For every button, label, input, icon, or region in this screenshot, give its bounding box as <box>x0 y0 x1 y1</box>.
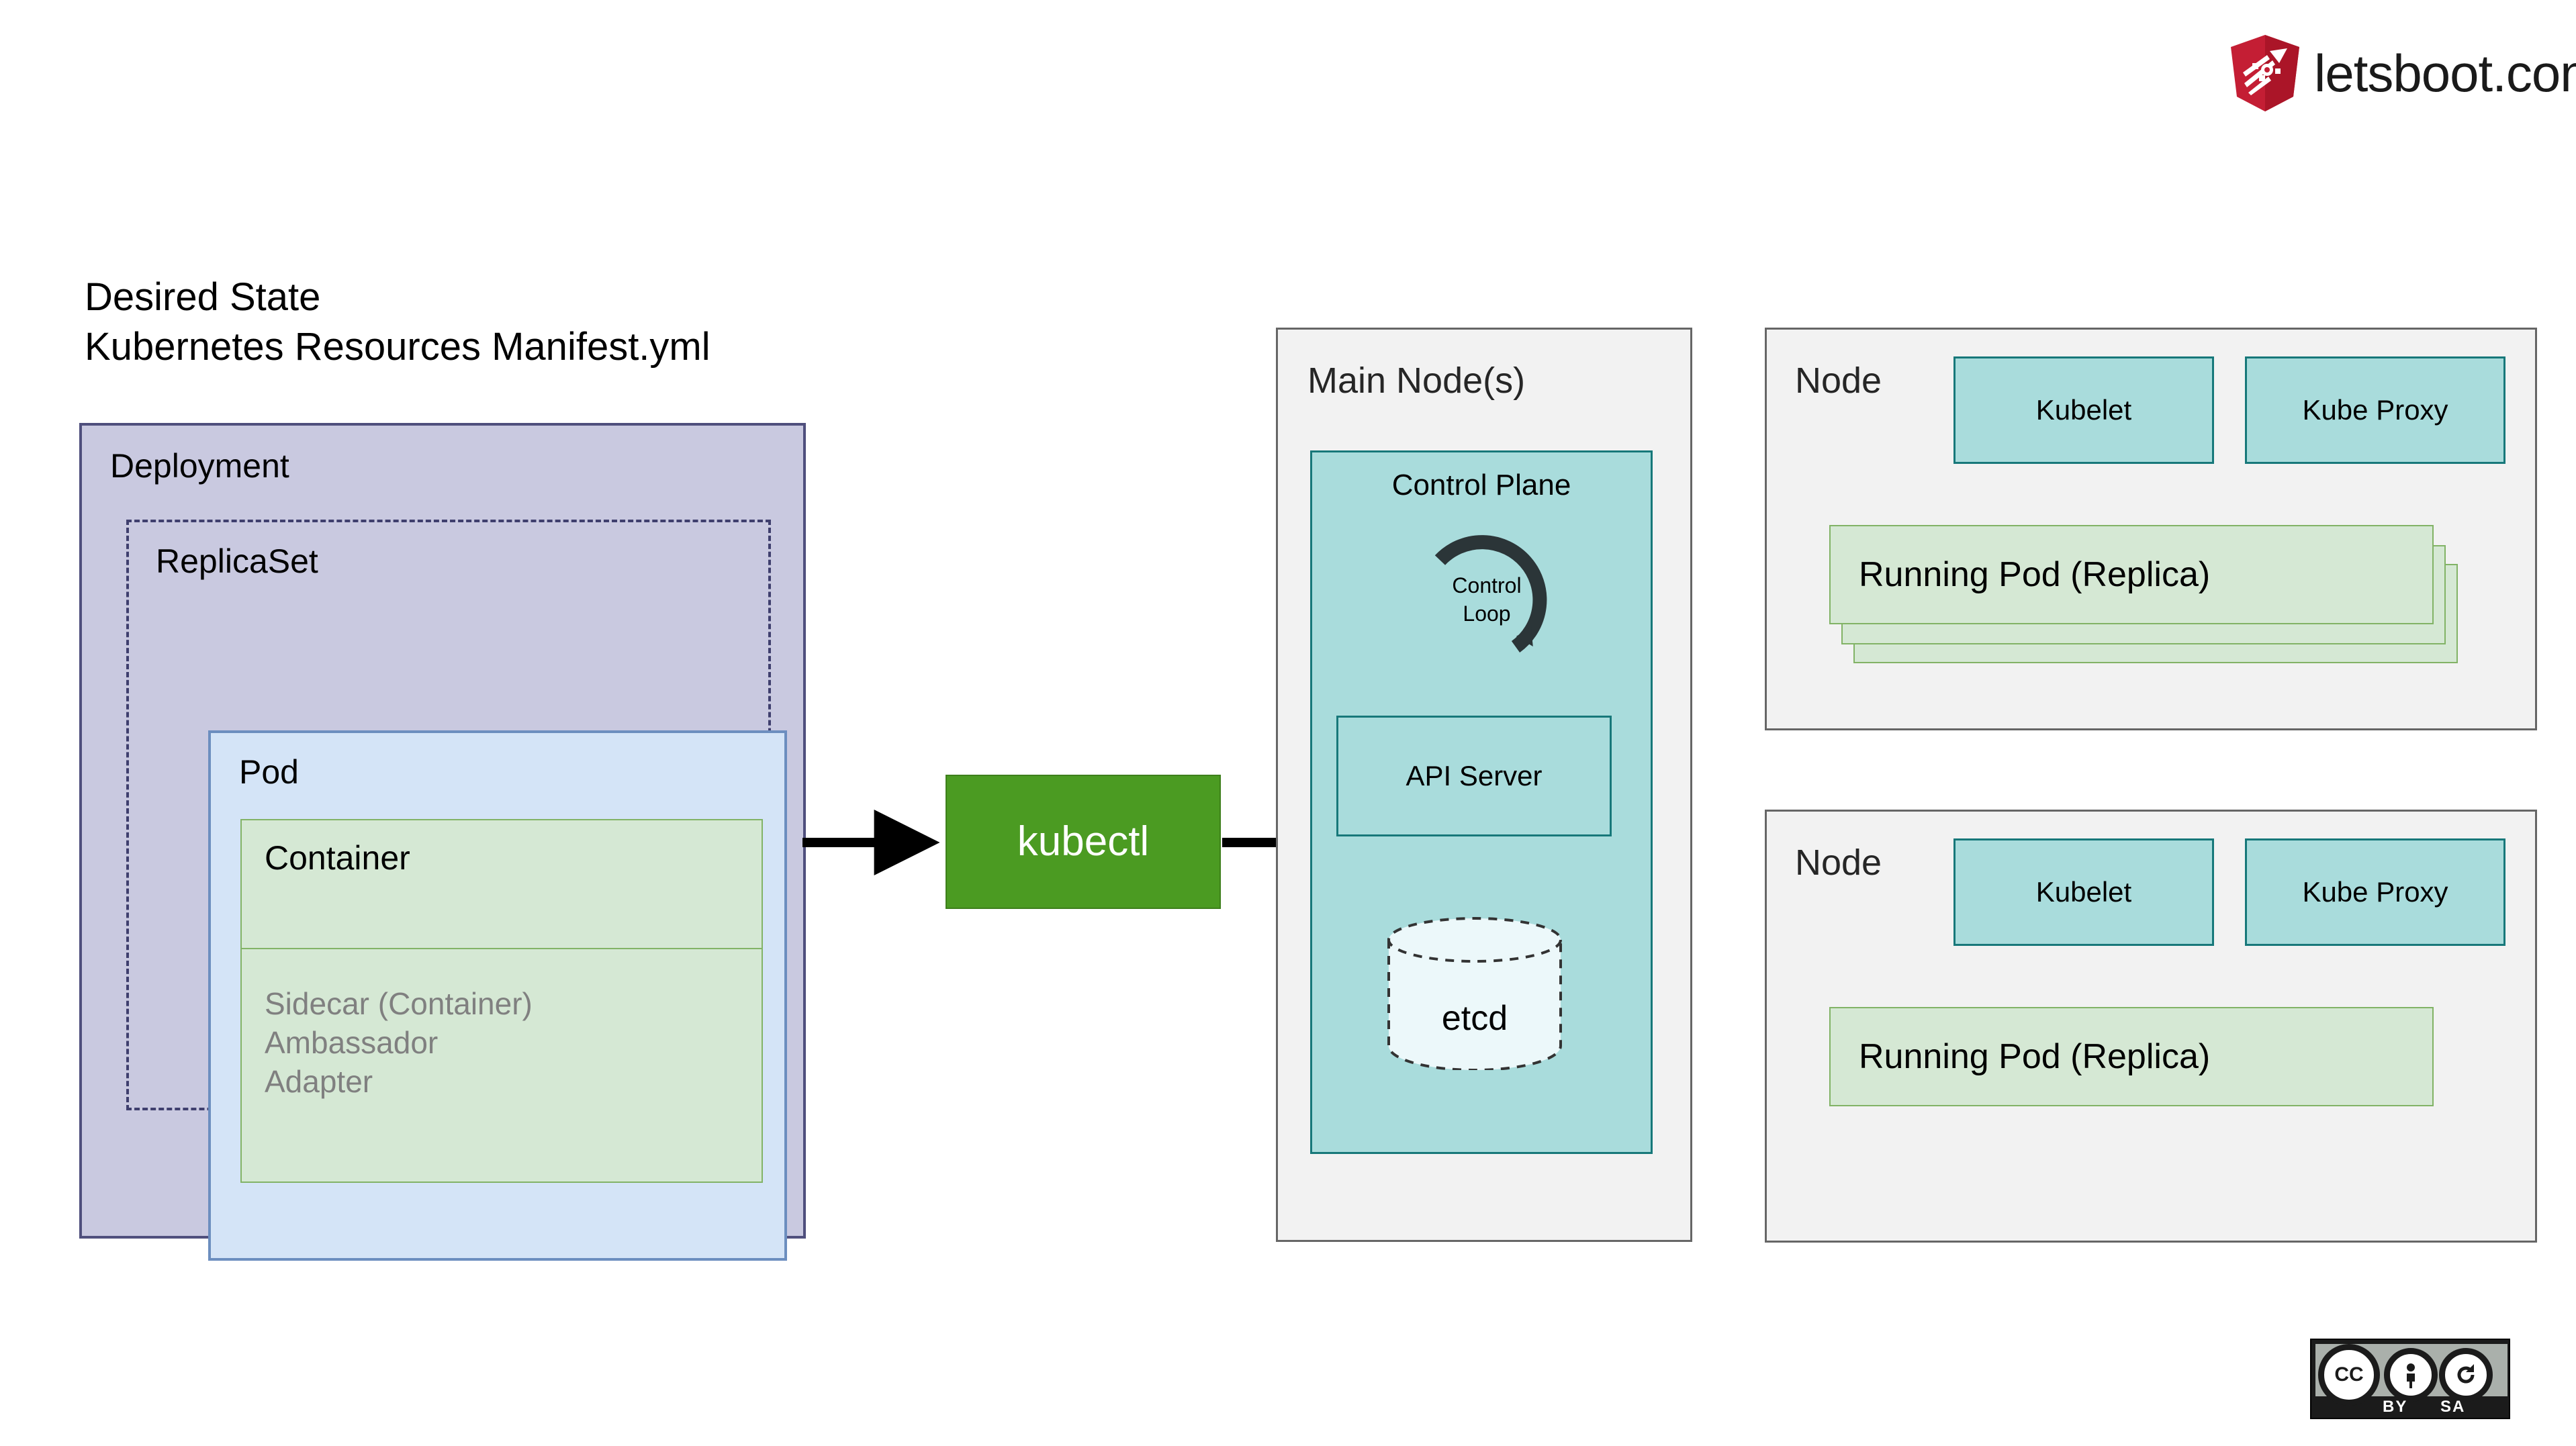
headline-line-1: Desired State <box>85 275 321 319</box>
node-2-kubeproxy-label: Kube Proxy <box>2302 876 2448 908</box>
main-node-panel: Main Node(s) Control Plane Control Loop … <box>1276 328 1692 1242</box>
deployment-label: Deployment <box>110 447 289 485</box>
sidecar-item-sidecar: Sidecar (Container) <box>265 986 533 1021</box>
node-1-kubeproxy-label: Kube Proxy <box>2302 394 2448 426</box>
container-box: Container Sidecar (Container) Ambassador… <box>240 819 763 1183</box>
pod-label: Pod <box>239 753 299 791</box>
api-server-label: API Server <box>1406 760 1543 791</box>
control-loop-line-2: Loop <box>1463 601 1511 626</box>
node-2-running-pod: Running Pod (Replica) <box>1829 1007 2434 1106</box>
share-alike-glyph <box>2457 1364 2475 1384</box>
etcd-cylinder-icon <box>1387 917 1562 1070</box>
node-1-kubelet-box: Kubelet <box>1953 356 2214 464</box>
etcd-label: etcd <box>1441 999 1508 1038</box>
control-loop-line-1: Control <box>1452 573 1522 597</box>
node-1-kubeproxy-box: Kube Proxy <box>2245 356 2505 464</box>
license-badge[interactable]: CC BY SA <box>2310 1339 2510 1419</box>
sidecar-item-ambassador: Ambassador <box>265 1025 439 1060</box>
license-sa-label: SA <box>2440 1398 2466 1416</box>
node-1-running-pod: Running Pod (Replica) <box>1829 525 2434 624</box>
control-loop-icon <box>1434 535 1547 653</box>
node-2-kubeproxy-box: Kube Proxy <box>2245 838 2505 946</box>
deployment-box: Deployment ReplicaSet Pod Container Side… <box>79 423 806 1261</box>
control-loop-label: Control Loop <box>1416 571 1557 628</box>
replicaset-label: ReplicaSet <box>156 542 318 580</box>
node-2-label: Node <box>1795 842 1882 883</box>
page-title: Desired State Kubernetes Resources Manif… <box>85 273 958 372</box>
letsboot-shield-icon <box>2231 35 2299 111</box>
pod-box: Pod Container Sidecar (Container) Ambass… <box>208 730 787 1261</box>
share-alike-icon <box>2439 1348 2493 1402</box>
creative-commons-icon: CC <box>2318 1344 2380 1406</box>
license-by-label: BY <box>2383 1398 2408 1416</box>
node-1-running-pod-label: Running Pod (Replica) <box>1859 555 2211 594</box>
container-label: Container <box>265 839 410 877</box>
attribution-person-icon <box>2384 1348 2438 1402</box>
brand-logo: letsboot.com <box>2228 34 2576 114</box>
arrow-manifest-to-kubectl <box>802 810 940 875</box>
brand-name: letsboot.com <box>2314 44 2576 103</box>
person-glyph <box>2407 1363 2415 1388</box>
cc-glyph: CC <box>2334 1363 2364 1386</box>
sidecar-item-adapter: Adapter <box>265 1064 373 1099</box>
control-loop-group: Control Loop <box>1416 530 1557 664</box>
replicaset-box: ReplicaSet Pod Container Sidecar (Contai… <box>126 520 787 1261</box>
node-2-running-pod-label: Running Pod (Replica) <box>1859 1037 2211 1076</box>
main-node-label: Main Node(s) <box>1307 360 1526 401</box>
api-server-box: API Server <box>1336 716 1612 836</box>
kubectl-button[interactable]: kubectl <box>946 775 1221 909</box>
etcd-cylinder: etcd <box>1385 916 1565 1070</box>
node-1-label: Node <box>1795 360 1882 401</box>
container-divider <box>242 948 762 949</box>
node-2-kubelet-box: Kubelet <box>1953 838 2214 946</box>
node-1-kubelet-label: Kubelet <box>2035 394 2132 426</box>
node-2-kubelet-label: Kubelet <box>2035 876 2132 908</box>
control-plane-box: Control Plane Control Loop API Server <box>1310 450 1653 1154</box>
control-plane-label: Control Plane <box>1391 469 1571 501</box>
kubectl-label: kubectl <box>1017 818 1150 865</box>
sidecar-list: Sidecar (Container) Ambassador Adapter <box>265 984 533 1101</box>
headline-line-2: Kubernetes Resources Manifest.yml <box>85 325 710 369</box>
